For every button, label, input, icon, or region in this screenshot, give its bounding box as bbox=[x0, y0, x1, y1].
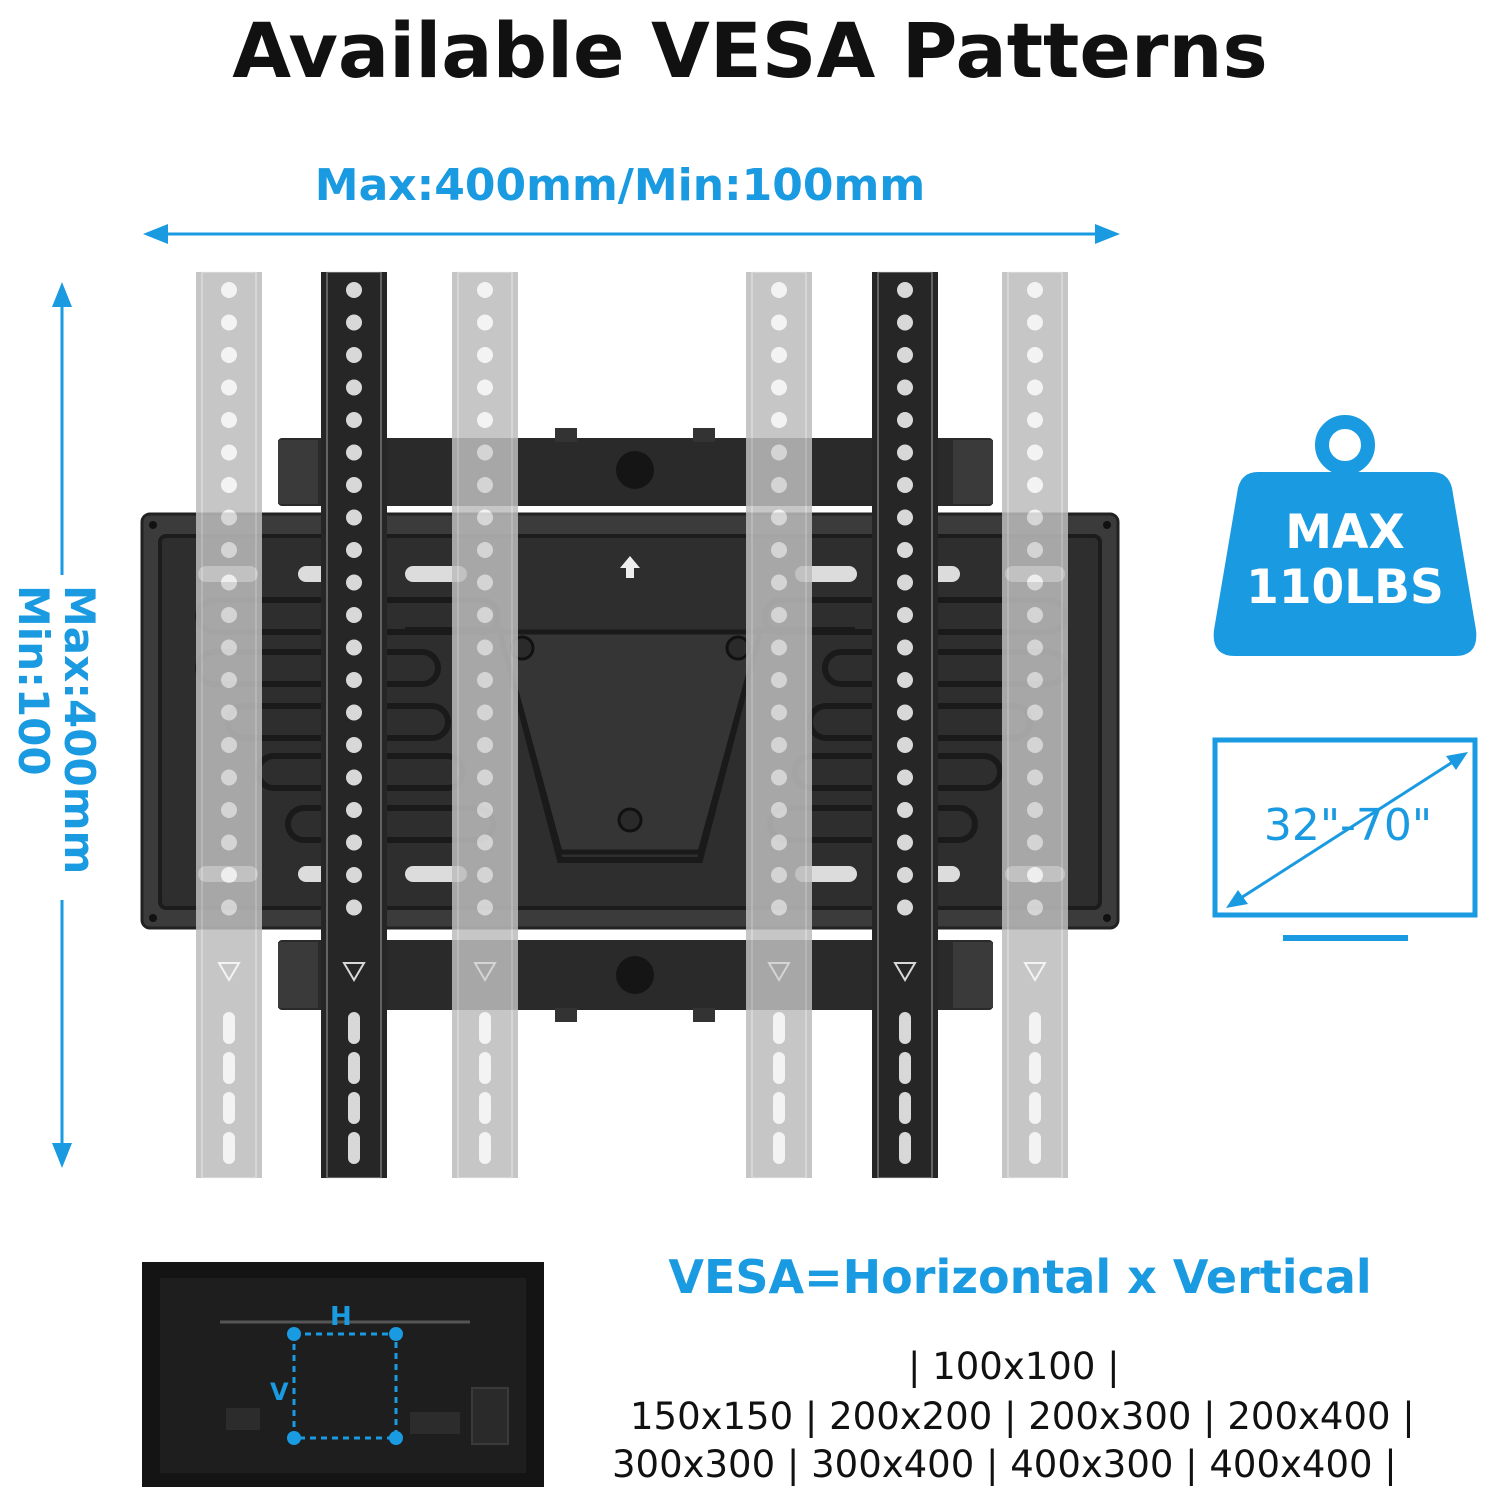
dark-bracket-2 bbox=[872, 271, 938, 1179]
wall-plate bbox=[140, 512, 1120, 930]
weight-badge-line2: 110LBS bbox=[1246, 560, 1444, 615]
dark-bracket-1 bbox=[321, 271, 387, 1179]
pattern-line-2: 150x150 | 200x200 | 200x300 | 200x400 | bbox=[630, 1395, 1415, 1438]
ghost-bracket-1 bbox=[196, 271, 262, 1179]
ghost-bracket-4 bbox=[1002, 271, 1068, 1179]
ghost-bracket-3 bbox=[746, 271, 812, 1179]
vesa-formula: VESA=Horizontal x Vertical bbox=[668, 1250, 1372, 1304]
horizontal-dimension-arrow bbox=[143, 224, 1120, 244]
weight-badge-text: MAX 110LBS bbox=[1220, 505, 1470, 615]
ghost-bracket-2 bbox=[452, 271, 518, 1179]
vertical-max-label: Max:400mm bbox=[55, 585, 104, 875]
tv-v-label: V bbox=[270, 1378, 289, 1406]
tv-screen-icon bbox=[1212, 737, 1478, 941]
screen-size-label: 32"-70" bbox=[1263, 800, 1433, 851]
horizontal-dimension-label: Max:400mm/Min:100mm bbox=[314, 160, 926, 211]
weight-icon bbox=[1213, 415, 1477, 656]
pattern-line-1: | 100x100 | bbox=[908, 1345, 1120, 1388]
tv-back-illustration bbox=[142, 1262, 544, 1487]
weight-badge-line1: MAX bbox=[1285, 505, 1405, 560]
pattern-line-3: 300x300 | 300x400 | 400x300 | 400x400 | bbox=[612, 1443, 1397, 1486]
page-title: Available VESA Patterns bbox=[232, 6, 1268, 95]
dark-brackets bbox=[321, 271, 938, 1179]
vertical-dimension-label: Max:400mm Min:100 bbox=[9, 585, 110, 895]
ghost-brackets bbox=[196, 271, 1068, 1179]
vertical-min-label: Min:100 bbox=[9, 585, 58, 776]
arrow-up-icon bbox=[620, 556, 640, 578]
vertical-dimension-arrow bbox=[52, 282, 72, 1168]
tv-h-label: H bbox=[330, 1302, 352, 1332]
